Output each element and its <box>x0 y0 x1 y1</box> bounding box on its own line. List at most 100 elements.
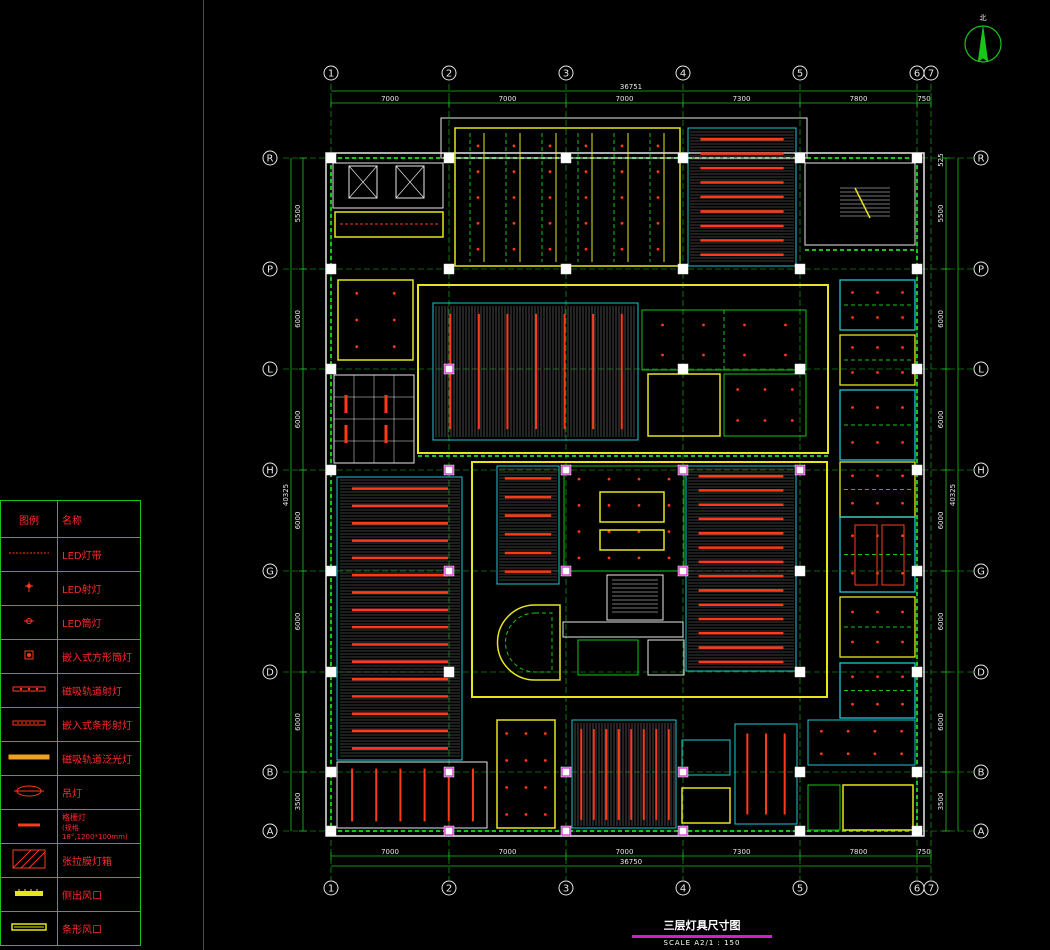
ceiling-panel <box>839 334 916 386</box>
ceiling-panel <box>496 719 556 829</box>
led-downlight <box>876 474 879 478</box>
title-underline <box>632 935 772 938</box>
led-spotlight <box>476 170 480 174</box>
legend-header-row: 图例 名称 <box>0 500 141 538</box>
dimension-label: 7000 <box>381 95 399 103</box>
column-marker-magenta <box>444 465 454 475</box>
led-spotlight <box>620 144 624 148</box>
column-marker-magenta <box>561 826 571 836</box>
grid-label-row: G <box>266 567 274 578</box>
led-downlight <box>661 353 664 357</box>
legend-item-label: 条形风口 <box>62 925 102 936</box>
ceiling-panel <box>334 211 444 238</box>
led-downlight <box>790 388 794 391</box>
column-marker-magenta <box>678 465 688 475</box>
grid-label-row: B <box>978 768 985 779</box>
legend-row: 磁吸轨道射灯 <box>0 673 141 708</box>
structural-column <box>443 263 455 275</box>
recessed-linear-spotlight-icon <box>0 707 58 742</box>
grid-bubble-column <box>323 65 339 81</box>
led-downlight <box>876 501 879 505</box>
dimension-label: 3500 <box>294 793 302 811</box>
led-spotlight <box>512 196 516 199</box>
led-downlight <box>900 729 904 733</box>
structural-column <box>443 766 455 778</box>
legend-row: 吊灯 <box>0 775 141 810</box>
led-spotlight <box>607 530 611 534</box>
led-spotlight <box>512 170 516 174</box>
led-strip-icon <box>0 537 58 572</box>
led-downlight-icon <box>0 605 58 640</box>
structural-column <box>560 766 572 778</box>
led-downlight <box>763 419 767 422</box>
led-spotlight <box>577 503 581 507</box>
structural-column <box>560 565 572 577</box>
ceiling-panel <box>681 739 731 776</box>
led-downlight <box>876 610 879 614</box>
led-spotlight <box>607 556 611 560</box>
led-spotlight <box>577 477 581 481</box>
led-downlight <box>901 441 904 444</box>
grid-bubble-column <box>792 880 808 896</box>
column-marker-magenta <box>444 566 454 576</box>
led-spotlight <box>667 477 671 481</box>
legend-item-label: 张拉膜灯箱 <box>62 857 112 868</box>
structural-column <box>325 464 337 476</box>
dimension-label: 7800 <box>850 95 868 103</box>
led-spotlight <box>476 196 480 199</box>
dimension-label: 6000 <box>294 512 302 530</box>
ceiling-grid <box>723 373 807 437</box>
structural-column <box>794 464 806 476</box>
led-downlight <box>851 316 854 319</box>
led-spotlight <box>656 221 660 225</box>
grid-bubble-row <box>973 764 989 780</box>
ceiling-grid <box>563 465 685 572</box>
viewport-divider <box>203 0 204 950</box>
led-downlight <box>392 345 396 349</box>
led-downlight <box>736 419 740 422</box>
structural-column <box>911 263 923 275</box>
led-spotlight-icon <box>0 571 58 606</box>
grid-label-row: B <box>267 768 274 779</box>
structural-column <box>794 263 806 275</box>
ceiling-panel <box>599 529 665 551</box>
led-spotlight <box>637 477 641 481</box>
dimension-label: 6000 <box>937 310 945 328</box>
led-spotlight <box>505 732 509 735</box>
led-spotlight <box>637 503 641 507</box>
led-downlight <box>819 729 823 733</box>
legend-item-name: 张拉膜灯箱 <box>57 843 141 878</box>
led-downlight <box>702 353 705 357</box>
led-spotlight <box>524 813 528 816</box>
grid-bubble-row <box>262 150 278 166</box>
column-marker-magenta <box>678 767 688 777</box>
led-spotlight <box>637 556 641 560</box>
structural-column <box>325 152 337 164</box>
led-spotlight <box>548 196 552 199</box>
drawing-title-block: 三层灯具尺寸图 SCALE A2/1 : 150 <box>632 917 772 947</box>
led-spotlight <box>512 221 516 225</box>
grid-bubble-row <box>262 764 278 780</box>
dimension-label: 750 <box>917 848 930 856</box>
structural-column <box>794 825 806 837</box>
grid-label-row: L <box>978 365 984 376</box>
column-marker-magenta <box>678 566 688 576</box>
led-downlight <box>876 371 879 374</box>
stairwell <box>606 574 664 621</box>
led-downlight <box>851 610 854 614</box>
led-downlight <box>851 474 854 478</box>
legend-item-name: 侧出风口 <box>57 877 141 912</box>
legend-item-label: 磁吸轨道泛光灯 <box>62 755 132 766</box>
legend-row: 格栅灯(规格18°,1200*100mm) <box>0 809 141 844</box>
led-spotlight <box>656 144 660 148</box>
dimension-label: 6000 <box>294 713 302 731</box>
legend-header-symbol: 图例 <box>0 500 58 538</box>
legend-item-name: 磁吸轨道射灯 <box>57 673 141 708</box>
led-spotlight <box>548 144 552 148</box>
dimension-label: 5500 <box>937 205 945 223</box>
led-downlight <box>661 323 664 327</box>
column-marker-magenta <box>561 465 571 475</box>
led-spotlight <box>620 247 624 251</box>
led-spotlight <box>607 477 611 481</box>
structural-column <box>560 152 572 164</box>
